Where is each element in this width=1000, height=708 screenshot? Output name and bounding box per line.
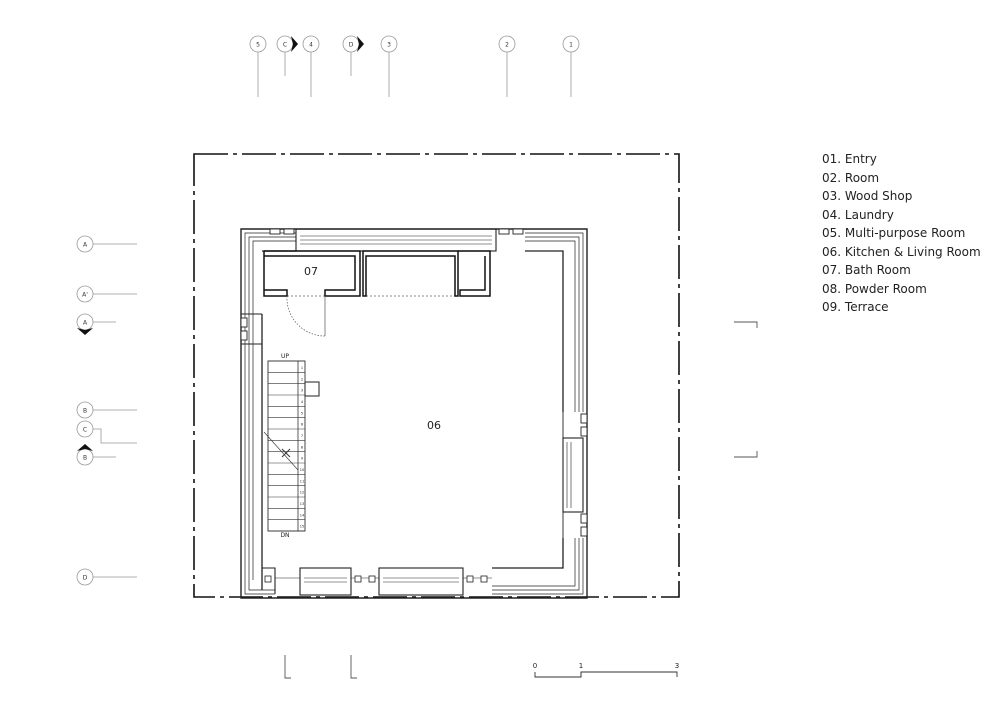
stair-step-number: 3 <box>301 389 303 393</box>
stair-step-number: 6 <box>301 423 303 427</box>
grid-label: C <box>83 427 87 434</box>
grid-label: C <box>283 42 287 49</box>
stair <box>263 360 320 532</box>
grid-label: D <box>349 42 354 49</box>
grid-label: D <box>83 575 88 582</box>
legend-item: 02. Room <box>822 170 880 185</box>
stair-step-number: 12 <box>300 491 304 495</box>
stair-step-number: 5 <box>301 411 303 415</box>
grid-label: 1 <box>569 42 573 49</box>
grid-label: 3 <box>387 42 391 49</box>
grid-label: 5 <box>256 42 260 49</box>
legend-item: 06. Kitchen & Living Room <box>822 244 981 259</box>
stair-down-label: DN <box>280 532 289 539</box>
stair-step-number: 11 <box>300 479 304 483</box>
scale-label-1: 1 <box>579 662 583 670</box>
stair-step-number: 14 <box>300 513 305 517</box>
legend-item: 05. Multi-purpose Room <box>822 226 966 240</box>
legend-item: 01. Entry <box>822 152 877 166</box>
bottom-section-marks <box>284 655 357 679</box>
grid-label: A <box>83 242 88 249</box>
stair-step-number: 4 <box>301 400 304 404</box>
grid-label: B <box>83 408 87 415</box>
grid-label: B <box>83 455 87 462</box>
exterior-walls <box>240 228 588 599</box>
stair-step-number: 15 <box>300 525 304 529</box>
bottom-window-panels <box>264 567 492 596</box>
room-tag-kitchen-living: 06 <box>427 419 441 432</box>
legend-item: 09. Terrace <box>822 300 889 314</box>
scale-bar <box>534 671 678 678</box>
grid-label: 4 <box>309 42 313 49</box>
section-cut-arrows-left <box>77 328 93 451</box>
stair-step-number: 10 <box>300 468 304 472</box>
top-grid-markers <box>249 35 580 97</box>
section-cut-arrows-top <box>291 36 364 52</box>
left-grid-markers <box>76 235 137 586</box>
top-window-panel <box>295 228 497 252</box>
legend-item: 04. Laundry <box>822 207 894 222</box>
interior-partitions <box>263 250 491 297</box>
bath-door <box>286 295 326 337</box>
room-legend: 01. Entry 02. Room 03. Wood Shop 04. Lau… <box>822 150 981 317</box>
room-tag-bath: 07 <box>304 265 318 278</box>
scale-label-0: 0 <box>533 662 537 670</box>
top-openings <box>269 228 524 235</box>
grid-label: A <box>83 320 88 327</box>
right-openings <box>562 412 588 538</box>
scale-label-3: 3 <box>675 662 679 670</box>
roof-outline <box>193 153 680 598</box>
grid-label: A' <box>82 292 88 299</box>
left-openings <box>240 317 248 341</box>
stair-step-number: 8 <box>301 445 303 449</box>
legend-item: 07. Bath Room <box>822 263 911 277</box>
left-grid-labels: A A' A B C B D <box>82 242 88 582</box>
stair-step-number: 13 <box>300 502 304 506</box>
right-section-marks <box>734 321 758 458</box>
grid-label: 2 <box>505 42 509 49</box>
top-grid-labels: 5 C 4 D 3 2 1 <box>256 42 573 49</box>
stair-step-number: 1 <box>301 366 303 370</box>
stair-step-number: 9 <box>301 457 303 461</box>
stair-step-number: 2 <box>301 377 303 381</box>
stair-up-label: UP <box>281 353 289 360</box>
legend-item: 03. Wood Shop <box>822 189 913 203</box>
legend-item: 08. Powder Room <box>822 281 927 296</box>
stair-step-number: 7 <box>301 434 303 438</box>
